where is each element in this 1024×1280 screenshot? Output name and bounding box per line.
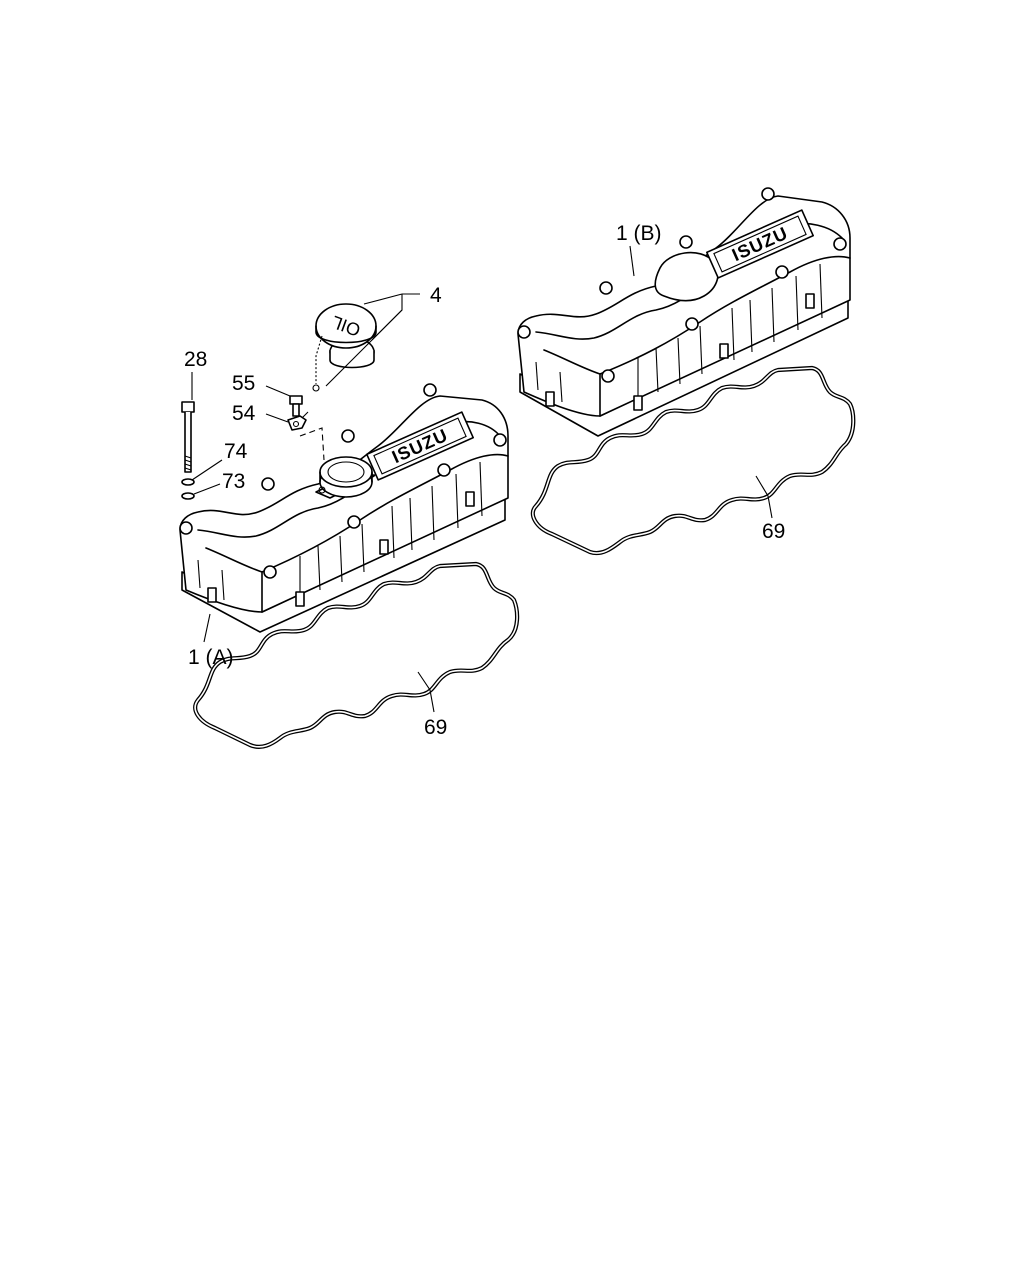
isuzu-logo-plate-a: ISUZU	[366, 411, 474, 481]
small-bolt-55	[289, 395, 303, 417]
cover-body-b: ISUZU	[517, 187, 851, 437]
filler-blank-cover	[654, 251, 719, 302]
callout-bracket-54: 54	[232, 402, 256, 425]
cover-gasket-b	[530, 365, 856, 556]
assembly-line	[299, 427, 325, 461]
washer-73	[181, 492, 195, 500]
callout-cover-a: 1 (A)	[188, 646, 234, 669]
cover-body-a: ISUZU	[179, 383, 509, 633]
oil-filler-cap: OIL	[312, 303, 377, 392]
callout-cover-b: 1 (B)	[616, 222, 662, 245]
callout-gasket-b: 69	[762, 520, 785, 543]
rocker-cover-a: ISUZU	[179, 383, 520, 749]
long-bolt-28	[181, 401, 195, 473]
callout-oil-cap: 4	[430, 284, 442, 307]
callout-washer-73: 73	[222, 470, 245, 493]
bracket-54	[287, 411, 309, 431]
callout-bolt-55: 55	[232, 372, 255, 395]
callout-washer-74: 74	[224, 440, 248, 463]
leader-lines	[191, 245, 773, 713]
rocker-cover-b: ISUZU	[517, 187, 856, 556]
washer-74	[181, 478, 195, 486]
cover-gasket-a	[193, 561, 520, 749]
oil-filler-neck	[315, 456, 375, 499]
callout-bolt-28: 28	[184, 348, 207, 371]
callout-gasket-a: 69	[424, 716, 447, 739]
